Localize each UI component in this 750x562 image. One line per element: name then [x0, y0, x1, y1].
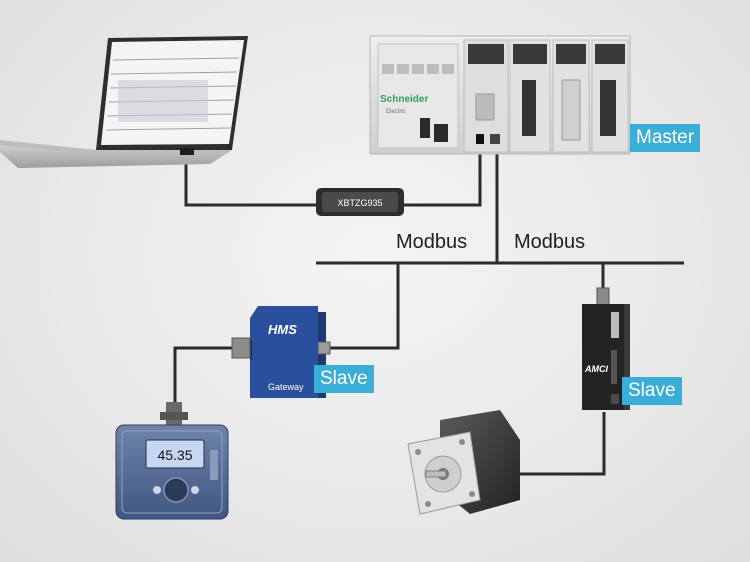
analyzer-reading-label: 45.35	[157, 447, 192, 463]
wiring	[173, 145, 684, 476]
stepper-motor-icon	[407, 410, 520, 515]
laptop-icon	[0, 36, 248, 168]
stepper-drive-icon: AMCI	[582, 287, 630, 410]
drive-logo-label: AMCI	[584, 364, 608, 374]
master-tag: Master	[630, 124, 701, 152]
plc-brand-sub-label: Electric	[386, 109, 406, 115]
gateway-bus-drop	[330, 263, 400, 350]
plc-brand-label: Schneider	[380, 94, 428, 105]
plc-rack-icon: Schneider Electric	[369, 35, 631, 155]
slave-tag-gateway: Slave	[314, 365, 374, 393]
cable-model-label: XBTZG935	[337, 198, 382, 208]
analyzer-icon: 45.35	[115, 402, 229, 520]
master-usb-cable	[404, 145, 482, 207]
analyzer-cable	[173, 346, 248, 410]
slave-tag-drive: Slave	[622, 377, 682, 405]
laptop-usb-cable	[184, 152, 318, 207]
modbus-label-left: Modbus	[396, 231, 468, 253]
modbus-label-right: Modbus	[514, 231, 586, 253]
gateway-name-label: Gateway	[268, 382, 304, 392]
gateway-logo-label: HMS	[268, 322, 297, 337]
motor-cable	[518, 412, 606, 476]
gateway-icon: HMS Gateway	[231, 306, 331, 398]
usb-cable-adapter-icon: XBTZG935	[316, 188, 404, 216]
